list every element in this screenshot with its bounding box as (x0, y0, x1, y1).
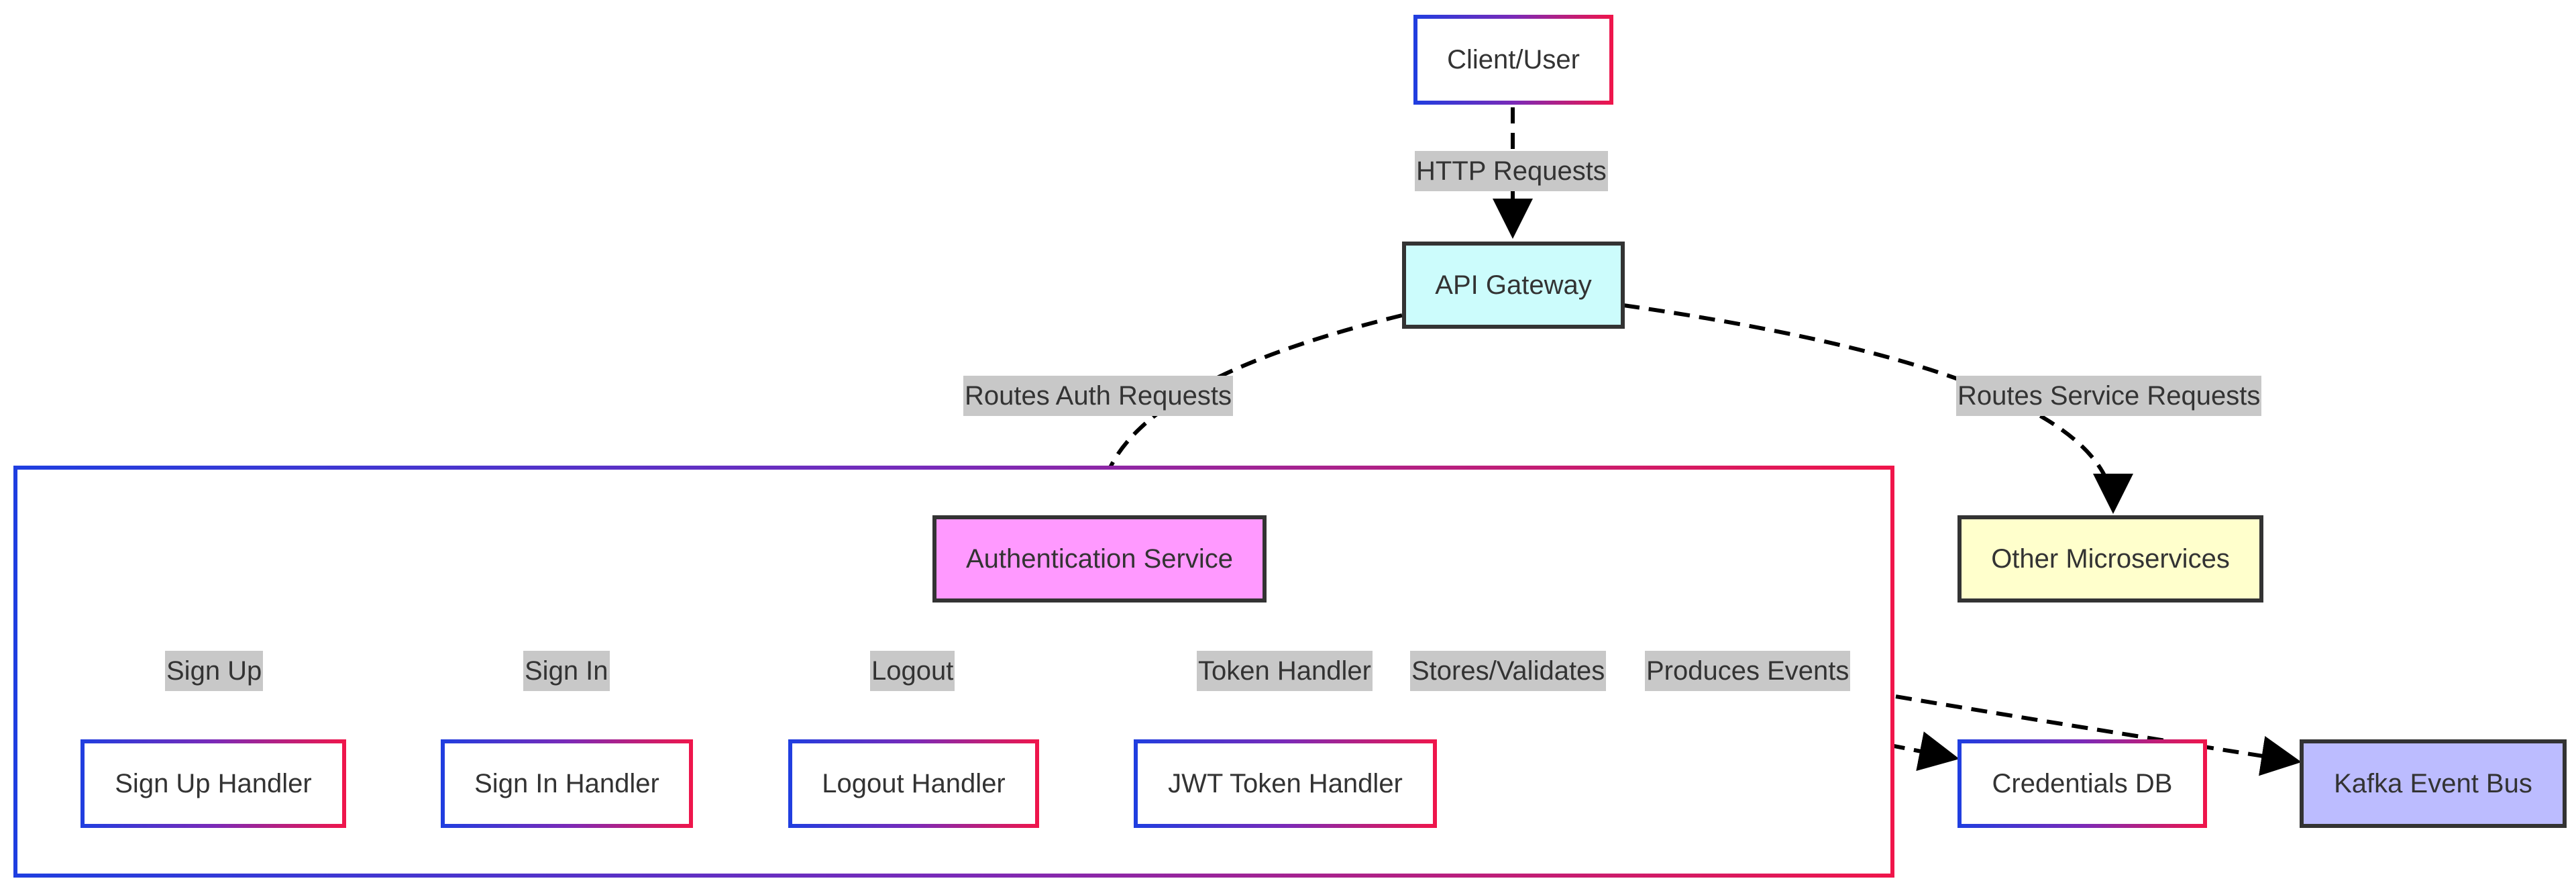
kafka-event-bus-node[interactable]: Kafka Event Bus (2300, 739, 2567, 828)
edge-label-produces-events: Produces Events (1645, 651, 1851, 691)
kafka-event-bus-label: Kafka Event Bus (2334, 768, 2532, 798)
edge-label-routes-service-requests: Routes Service Requests (1956, 376, 2262, 416)
other-microservices-label: Other Microservices (1991, 543, 2230, 574)
sign-up-handler-node[interactable]: Sign Up Handler (80, 739, 346, 828)
sign-in-handler-label: Sign In Handler (474, 768, 659, 798)
edge-label-token-handler: Token Handler (1197, 651, 1373, 691)
edge-auth-to-kafka (1267, 585, 2302, 776)
logout-handler-label: Logout Handler (822, 768, 1006, 798)
edge-label-sign-in: Sign In (523, 651, 610, 691)
api-gateway-label: API Gateway (1435, 270, 1592, 300)
sign-in-handler-node[interactable]: Sign In Handler (441, 739, 693, 828)
credentials-db-node[interactable]: Credentials DB (1957, 739, 2207, 828)
authentication-service-label: Authentication Service (965, 543, 1233, 574)
authentication-service-node[interactable]: Authentication Service (932, 515, 1267, 602)
other-microservices-node[interactable]: Other Microservices (1957, 515, 2263, 602)
jwt-token-handler-label: JWT Token Handler (1168, 768, 1403, 798)
edge-gateway-to-other (1623, 303, 2133, 514)
edge-label-routes-auth-requests: Routes Auth Requests (963, 376, 1234, 416)
client-user-node[interactable]: Client/User (1413, 15, 1613, 105)
credentials-db-label: Credentials DB (1992, 768, 2173, 798)
edge-label-sign-up: Sign Up (165, 651, 264, 691)
client-user-label: Client/User (1447, 44, 1580, 74)
api-gateway-node[interactable]: API Gateway (1402, 242, 1625, 329)
jwt-token-handler-node[interactable]: JWT Token Handler (1134, 739, 1437, 828)
sign-up-handler-label: Sign Up Handler (115, 768, 312, 798)
edge-label-stores-validates: Stores/Validates (1410, 651, 1607, 691)
edge-label-http-requests: HTTP Requests (1415, 151, 1608, 191)
logout-handler-node[interactable]: Logout Handler (788, 739, 1039, 828)
edge-label-logout: Logout (870, 651, 955, 691)
